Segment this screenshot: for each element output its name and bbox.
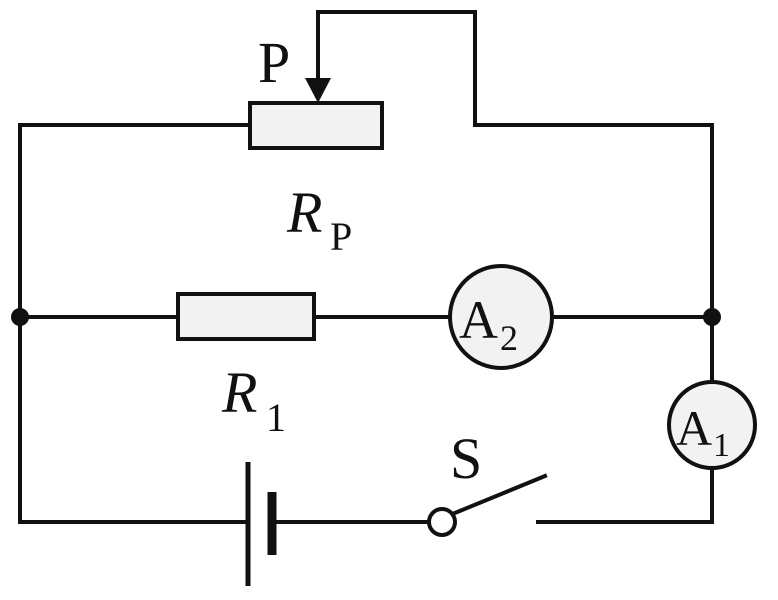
switch-blade[interactable]	[447, 473, 548, 518]
rheostat-rp	[248, 101, 384, 150]
ammeter-a2-label-sub: 2	[500, 318, 518, 358]
switch-label: S	[450, 426, 482, 491]
slider-label: P	[258, 30, 290, 95]
wire-slider-loop	[316, 10, 714, 127]
resistor-label-sub: 1	[266, 395, 286, 440]
rheostat-label-sub: P	[330, 214, 352, 259]
ammeter-a1	[667, 380, 757, 470]
rheostat-label: R	[286, 180, 322, 245]
ammeter-a2	[448, 264, 554, 370]
slider-arrow-icon	[305, 78, 331, 103]
switch-pivot[interactable]	[427, 507, 457, 537]
resistor-r1	[176, 292, 316, 341]
resistor-label: R	[221, 360, 257, 425]
junction-right	[703, 308, 721, 326]
ammeter-a1-label: A	[676, 400, 712, 456]
wires	[18, 10, 714, 524]
ammeter-a1-label-sub: 1	[713, 427, 730, 464]
junction-left	[11, 308, 29, 326]
ammeter-a2-label: A	[459, 290, 498, 350]
